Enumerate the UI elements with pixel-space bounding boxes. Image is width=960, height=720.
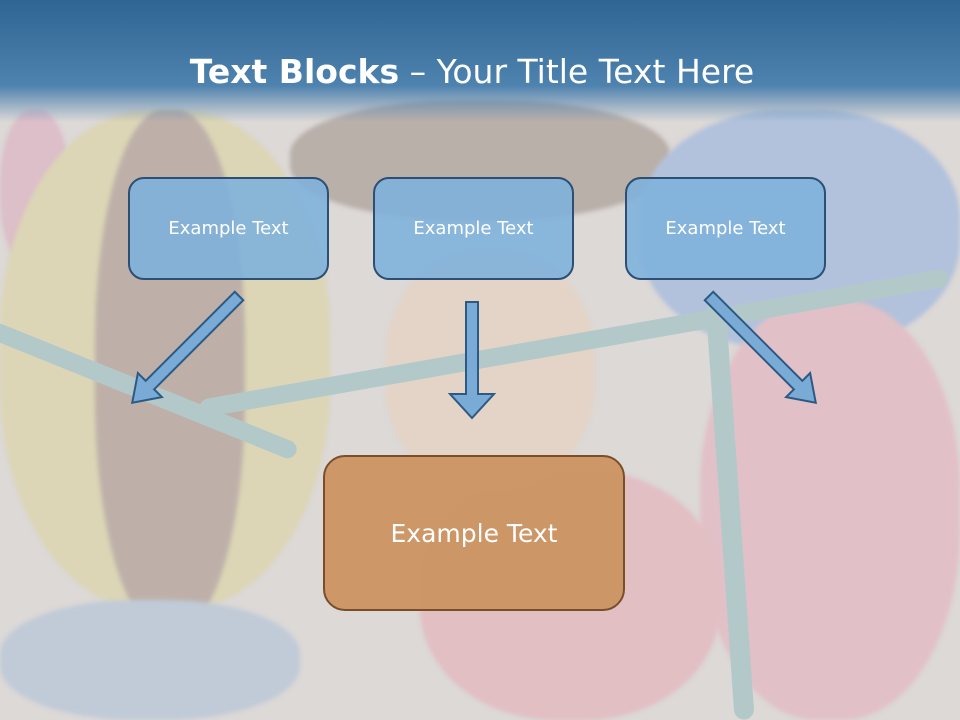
slide-title[interactable]: Text Blocks – Your Title Text Here [0,52,944,91]
title-dash: – [399,52,437,91]
title-rest: Your Title Text Here [436,52,755,91]
arrow-center-icon [447,301,497,420]
text-block-1-label: Example Text [168,218,289,239]
main-text-block[interactable]: Example Text [323,455,625,611]
arrow-left-icon [130,290,245,405]
text-block-3-label: Example Text [665,218,786,239]
arrow-right-icon [703,290,818,405]
text-block-1[interactable]: Example Text [128,177,329,280]
text-block-2-label: Example Text [413,218,534,239]
text-block-3[interactable]: Example Text [625,177,826,280]
title-band [0,0,960,122]
main-text-block-label: Example Text [390,518,558,548]
text-block-2[interactable]: Example Text [373,177,574,280]
title-bold: Text Blocks [189,52,400,91]
